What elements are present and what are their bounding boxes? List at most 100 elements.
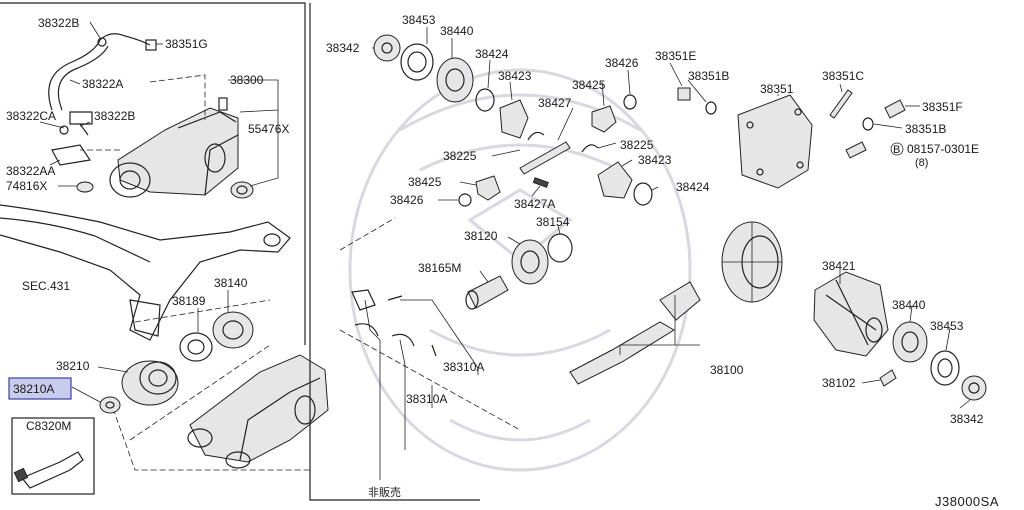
callout-38322B-top: 38322B xyxy=(38,16,79,30)
oil-seal-38189 xyxy=(179,332,213,362)
callout-38210A-highlighted: 38210A xyxy=(13,382,54,396)
callout-38300: 38300 xyxy=(230,73,264,87)
rear-suspension-member xyxy=(0,204,291,341)
sealant-box-C8320M xyxy=(11,417,95,495)
plug-74816X xyxy=(76,181,94,193)
carrier-case-38300 xyxy=(189,354,329,463)
breather-hose-top xyxy=(99,33,151,46)
breather-hose-38322A xyxy=(48,39,101,111)
callout-38322A: 38322A xyxy=(82,77,123,91)
callout-38424-mid: 38424 xyxy=(676,180,710,194)
callout-38189: 38189 xyxy=(172,294,206,308)
callout-74816X: 74816X xyxy=(6,179,47,193)
pin-38427A xyxy=(532,177,549,188)
lock-pin-38225-a xyxy=(527,131,545,141)
callout-38423-top: 38423 xyxy=(498,69,532,83)
callout-55476X: 55476X xyxy=(248,122,289,136)
diagram-code: J38000SA xyxy=(935,494,999,509)
callout-08157: 08157-0301E xyxy=(907,142,979,156)
callout-38421: 38421 xyxy=(822,259,856,273)
callout-38100: 38100 xyxy=(710,363,744,377)
side-gear-38423-top xyxy=(499,99,529,139)
bolt-38351F xyxy=(884,99,906,119)
callout-38423-mid: 38423 xyxy=(638,153,672,167)
callout-38424-top: 38424 xyxy=(475,47,509,61)
callout-38342-bottom: 38342 xyxy=(950,412,984,426)
callout-38322CA: 38322CA xyxy=(6,109,56,123)
callout-38425-top: 38425 xyxy=(572,78,606,92)
plug-38351E xyxy=(677,87,691,101)
callout-38102: 38102 xyxy=(822,376,856,390)
side-gear-38423-mid xyxy=(597,161,633,199)
callout-38440-top: 38440 xyxy=(440,24,474,38)
thrust-washer-38424-top xyxy=(475,88,495,112)
highlight-box xyxy=(8,377,72,400)
callout-38427A: 38427A xyxy=(514,197,555,211)
callout-38426-mid: 38426 xyxy=(390,193,424,207)
carrier-assembly-38300 xyxy=(117,107,239,196)
gasket-38351B-top xyxy=(705,101,717,115)
lock-pin-38225-b xyxy=(581,144,599,153)
washer-38426-top xyxy=(623,94,637,110)
pinion-shaft-38427 xyxy=(519,141,571,175)
gasket-38351B-mid xyxy=(862,117,874,131)
diff-case-38421 xyxy=(813,271,889,357)
not-sold-note: 非販売 xyxy=(368,486,401,499)
hose-clip xyxy=(69,111,93,125)
callout-38210: 38210 xyxy=(56,359,90,373)
bearing-38342-top xyxy=(373,34,401,62)
shim-38453-bottom xyxy=(930,350,960,386)
callout-38351: 38351 xyxy=(760,82,794,96)
callout-38140: 38140 xyxy=(214,276,248,290)
callout-38342-top: 38342 xyxy=(326,41,360,55)
side-flange-38210 xyxy=(121,360,179,406)
bearing-38140 xyxy=(212,311,254,349)
watermark-emblem xyxy=(348,68,692,472)
callout-38351E: 38351E xyxy=(655,49,696,63)
right-panel xyxy=(677,87,987,401)
callout-labels: 38322B 38351G 38322A 38300 38322CA 38322… xyxy=(6,13,984,433)
callout-38310A-a: 38310A xyxy=(443,360,484,374)
callout-38351B-top: 38351B xyxy=(688,69,729,83)
callout-38440-bottom: 38440 xyxy=(892,298,926,312)
bearing-38342-bottom xyxy=(961,375,987,401)
callout-38310A-b: 38310A xyxy=(406,392,447,406)
shim-38453-top xyxy=(400,43,434,81)
mount-insulator-55476X xyxy=(230,181,254,199)
nut-38210A xyxy=(99,396,121,414)
left-top-panel xyxy=(0,2,306,345)
bolt-38102 xyxy=(879,369,897,387)
bearing-38120 xyxy=(511,239,549,285)
callout-38425-mid: 38425 xyxy=(408,175,442,189)
bolt-08157 xyxy=(845,141,867,159)
callout-38351C: 38351C xyxy=(822,69,864,83)
callout-38322AA: 38322AA xyxy=(6,164,55,178)
callout-38225-a: 38225 xyxy=(443,149,477,163)
pinion-mate-38425-mid xyxy=(475,175,501,201)
thrust-washer-38424-mid xyxy=(633,182,653,206)
callout-38225-b: 38225 xyxy=(620,138,654,152)
callout-38154: 38154 xyxy=(536,215,570,229)
bearing-cap-38310A-b xyxy=(391,333,415,347)
rear-cover-38351 xyxy=(737,94,813,189)
callout-38453-bottom: 38453 xyxy=(930,319,964,333)
collapsible-spacer-38154 xyxy=(547,233,573,263)
center-panel xyxy=(309,3,783,501)
left-bottom-panel xyxy=(11,299,329,495)
bracket-38322AA xyxy=(51,144,92,166)
callout-38120: 38120 xyxy=(464,229,498,243)
stud-38351C xyxy=(829,89,853,119)
callout-sec-431: SEC.431 xyxy=(22,279,70,293)
callout-38351G: 38351G xyxy=(165,37,208,51)
callout-38351B-mid: 38351B xyxy=(905,122,946,136)
callout-C8320M: C8320M xyxy=(26,419,71,433)
callout-38351F: 38351F xyxy=(922,100,963,114)
callout-08157-qty: (8) xyxy=(915,157,928,169)
washer-38426-mid xyxy=(458,193,472,207)
sealant-tube-icon xyxy=(21,451,84,489)
bearing-38440-bottom xyxy=(892,321,928,363)
drive-pinion-38100 xyxy=(569,321,675,385)
leader-lines xyxy=(39,21,971,480)
callout-38453-top: 38453 xyxy=(402,13,436,27)
